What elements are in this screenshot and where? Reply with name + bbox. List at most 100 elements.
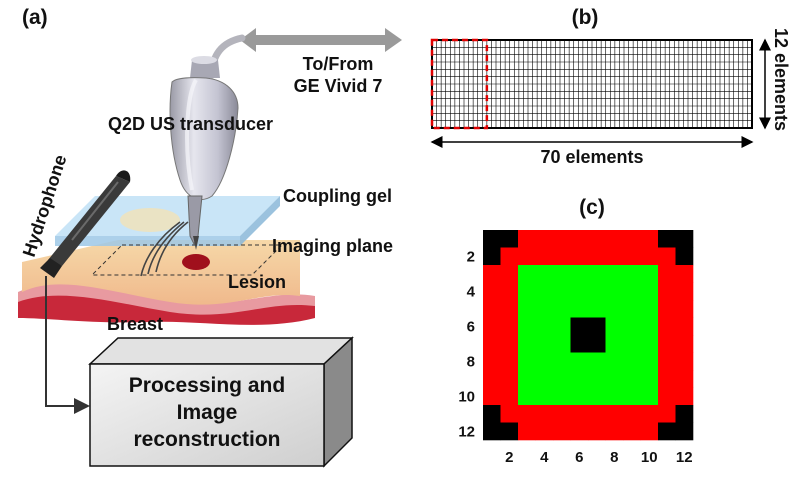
grid-cell [500,282,519,301]
grid-cell [518,352,536,371]
grid-cell [658,370,676,388]
grid-cell [605,317,624,336]
grid-cell [658,352,676,371]
grid-cell [570,335,589,353]
grid-cell [623,422,641,441]
grid-cell [553,422,571,441]
grid-cell [588,230,606,248]
x-tick-label: 8 [610,449,618,466]
grid-cell [658,387,676,406]
grid-cell [553,370,571,388]
grid-cell [500,317,519,336]
y-tick-label: 12 [458,423,475,440]
x-tick-label: 12 [676,449,693,466]
grid-cell [605,247,624,266]
grid-cell [500,405,519,423]
grid-cell [623,370,641,388]
grid-cell [570,282,589,301]
grid-cell [570,405,589,423]
array-height-label: 12 elements [771,28,791,131]
grid-cell [518,335,536,353]
grid-cell [553,230,571,248]
grid-cell [483,387,501,406]
grid-cell [570,370,589,388]
grid-cell [535,265,554,283]
grid-cell [500,387,519,406]
grid-cell [553,247,571,266]
grid-cell [623,282,641,301]
grid-cell [570,247,589,266]
grid-cell [658,230,676,248]
grid-cell [640,300,659,318]
y-tick-label: 10 [458,388,475,405]
panel-c-label: (c) [579,196,605,219]
grid-cell [518,370,536,388]
grid-cell [483,300,501,318]
transducer-element-array [430,38,753,130]
grid-cell [588,300,606,318]
grid-cell [640,352,659,371]
grid-cell [588,352,606,371]
grid-cell [483,335,501,353]
grid-cell [518,317,536,336]
grid-cell [675,422,694,441]
grid-cell [483,247,501,266]
grid-cell [640,317,659,336]
grid-cell [500,422,519,441]
breast-label: Breast [107,314,163,334]
grid-cell [640,422,659,441]
grid-cell [570,317,589,336]
imaging-plane-label: Imaging plane [272,236,393,256]
grid-cell [500,230,519,248]
transducer-label: Q2D US transducer [108,114,273,134]
element-map-grid [483,230,694,441]
grid-cell [553,405,571,423]
grid-cell [570,387,589,406]
grid-cell [588,335,606,353]
grid-cell [500,247,519,266]
grid-cell [570,230,589,248]
grid-cell [640,370,659,388]
grid-cell [535,247,554,266]
grid-cell [535,352,554,371]
grid-cell [518,247,536,266]
grid-cell [588,247,606,266]
grid-cell [658,265,676,283]
grid-cell [640,265,659,283]
grid-cell [675,352,694,371]
grid-cell [553,387,571,406]
grid-cell [553,335,571,353]
grid-cell [675,300,694,318]
grid-cell [658,405,676,423]
grid-cell [605,335,624,353]
grid-cell [483,230,501,248]
grid-cell [588,370,606,388]
grid-cell [535,405,554,423]
coupling-gel-label: Coupling gel [283,186,392,206]
grid-cell [483,265,501,283]
wave-arcs [140,221,189,277]
grid-cell [535,230,554,248]
grid-cell [588,317,606,336]
grid-cell [640,387,659,406]
grid-cell [623,247,641,266]
grid-cell [605,230,624,248]
x-tick-label: 2 [505,449,513,466]
transducer-probe [169,34,246,250]
array-width-label: 70 elements [540,147,643,167]
grid-cell [658,422,676,441]
array-element-lines [432,40,752,128]
grid-cell [675,230,694,248]
grid-cell [518,387,536,406]
grid-cell [623,387,641,406]
grid-cell [623,335,641,353]
grid-cell [623,352,641,371]
grid-cell [500,265,519,283]
grid-cell [605,422,624,441]
grid-cell [605,300,624,318]
grid-cell [640,405,659,423]
lesion-label: Lesion [228,272,286,292]
grid-cell [605,282,624,301]
